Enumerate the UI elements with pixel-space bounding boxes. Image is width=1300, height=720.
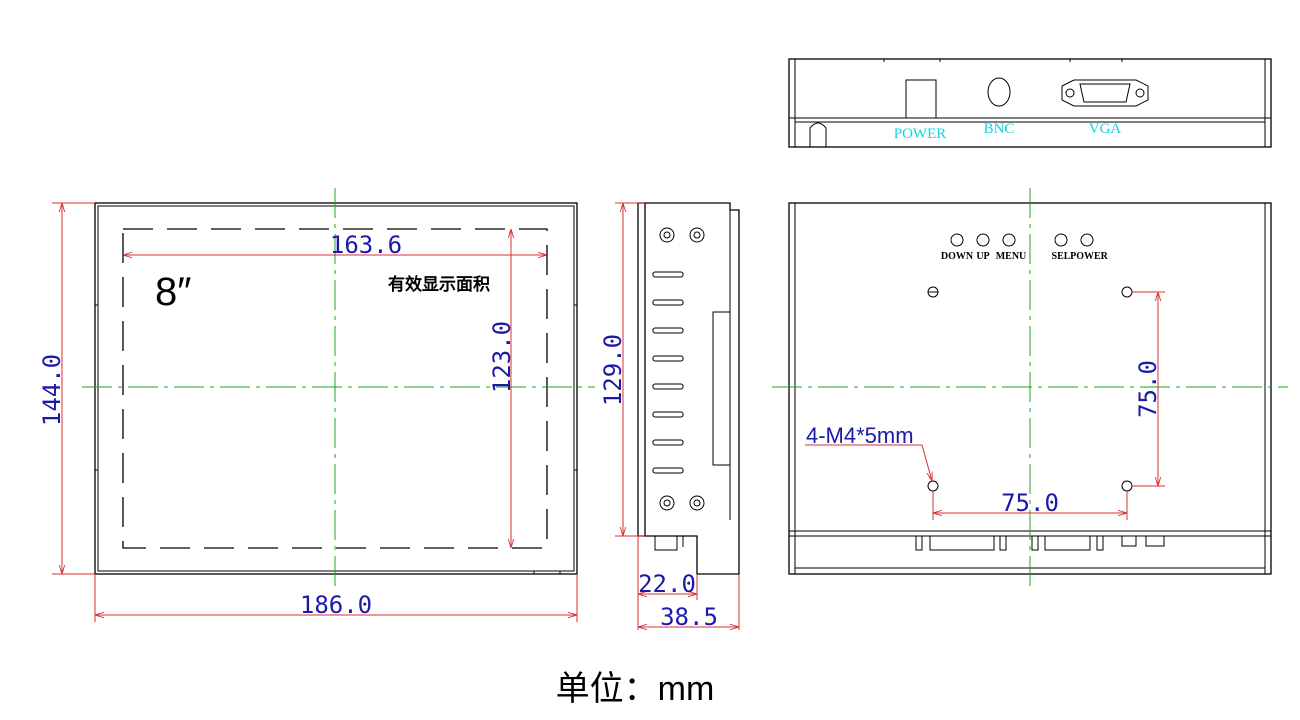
vent-slots	[652, 271, 684, 474]
dim-width: 186.0	[300, 591, 372, 619]
button-label-up: UP	[976, 251, 989, 262]
up-button-icon	[976, 233, 990, 247]
button-label-menu: MENU	[996, 251, 1027, 262]
rear-view: DOWN UP MENU SEL POWER 75.0 75.0 4-M4*5m…	[772, 188, 1288, 588]
port-label-power: POWER	[894, 126, 947, 142]
side-view: 129.0 22.0 38.5	[599, 202, 740, 631]
top-view: POWER BNC VGA	[788, 58, 1272, 148]
active-area-outline	[122, 228, 548, 549]
button-label-sel: SEL	[1052, 251, 1071, 262]
active-area-label: 有效显示面积	[388, 274, 490, 294]
front-view: 8″ 有效显示面积 163.6 123.0 144.0 186.0	[38, 188, 595, 622]
dim-vesa-h: 75.0	[1001, 489, 1059, 517]
mount-spec-label: 4-M4*5mm	[806, 423, 914, 448]
port-label-vga: VGA	[1089, 121, 1122, 137]
dim-active-height: 123.0	[488, 321, 516, 393]
dim-depth-b: 38.5	[660, 603, 718, 631]
vga-connector-icon	[1061, 79, 1149, 107]
dim-height: 144.0	[38, 354, 66, 426]
port-label-bnc: BNC	[984, 121, 1015, 137]
sel-button-icon	[1054, 233, 1068, 247]
button-label-power: POWER	[1070, 251, 1109, 262]
vesa-hole-icon	[1121, 286, 1133, 298]
front-bezel	[94, 202, 578, 575]
unit-label: 单位：mm	[556, 670, 715, 708]
dim-depth-a: 22.0	[638, 570, 696, 598]
power-jack-icon	[905, 79, 937, 119]
dim-vesa-v: 75.0	[1134, 360, 1162, 418]
menu-button-icon	[1002, 233, 1016, 247]
dim-side-height: 129.0	[599, 334, 627, 406]
screw-symbol-icon	[927, 286, 939, 298]
top-view-body	[788, 58, 1272, 148]
dim-active-width: 163.6	[330, 231, 402, 259]
vesa-hole-icon	[1121, 480, 1133, 492]
bnc-connector-icon	[987, 77, 1011, 107]
screen-size-label: 8″	[155, 270, 191, 314]
down-button-icon	[950, 233, 964, 247]
vesa-hole-icon	[927, 480, 939, 492]
side-screws	[659, 227, 705, 511]
button-label-down: DOWN	[941, 251, 974, 262]
rear-ports	[915, 535, 1165, 551]
power-button-icon	[1080, 233, 1094, 247]
osd-buttons: DOWN UP MENU SEL POWER	[941, 233, 1109, 262]
